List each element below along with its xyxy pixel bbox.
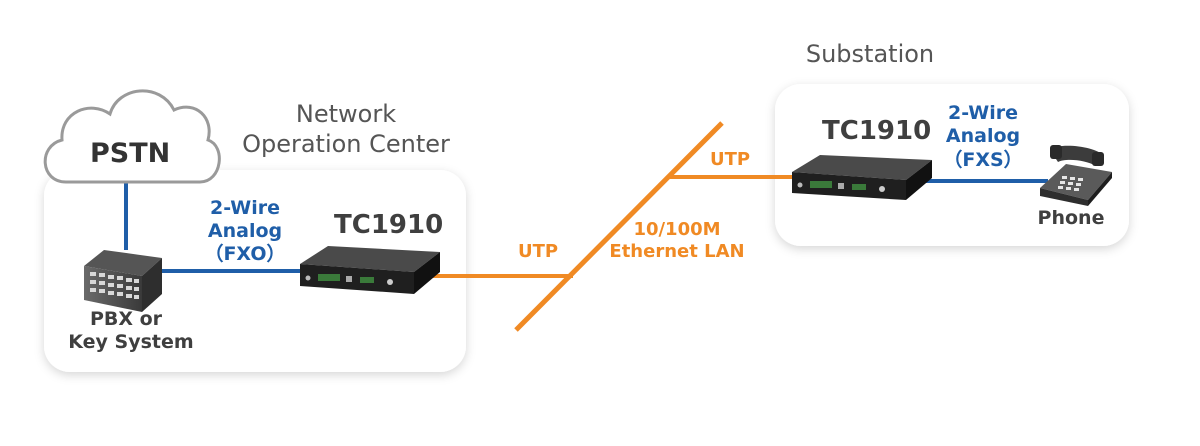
fxs-label-line1: 2-Wire <box>948 102 1018 124</box>
lan-backbone <box>514 121 724 332</box>
fxs-label-line2: Analog <box>945 125 1021 147</box>
sub-device-model: TC1910 <box>822 116 932 146</box>
lan-label-line2: Ethernet LAN <box>609 241 745 262</box>
noc-title-line2: Operation Center <box>242 130 450 158</box>
utp-right-label: UTP <box>709 149 751 170</box>
pstn-label: PSTN <box>90 138 171 169</box>
pbx-label-line1: PBX or <box>89 308 163 330</box>
fxo-label-line3: （FXO） <box>204 243 286 265</box>
noc-title-line1: Network <box>295 100 397 128</box>
noc-tc1910-device-icon <box>300 246 440 294</box>
fxs-label-line3: （FXS） <box>943 149 1023 171</box>
phone-icon <box>1040 145 1112 206</box>
sub-tc1910-device-icon <box>792 155 932 200</box>
pstn-cloud-icon <box>43 89 221 184</box>
lan-label-line1: 10/100M <box>633 219 721 240</box>
pbx-label-line2: Key System <box>68 331 194 353</box>
noc-device-model: TC1910 <box>334 210 444 240</box>
substation-panel <box>775 84 1129 246</box>
substation-title: Substation <box>805 40 935 68</box>
pbx-icon <box>84 250 162 312</box>
fxo-label-line1: 2-Wire <box>210 197 280 219</box>
utp-left-label: UTP <box>517 241 559 262</box>
fxo-label-line2: Analog <box>207 220 283 242</box>
phone-label: Phone <box>1037 207 1105 229</box>
